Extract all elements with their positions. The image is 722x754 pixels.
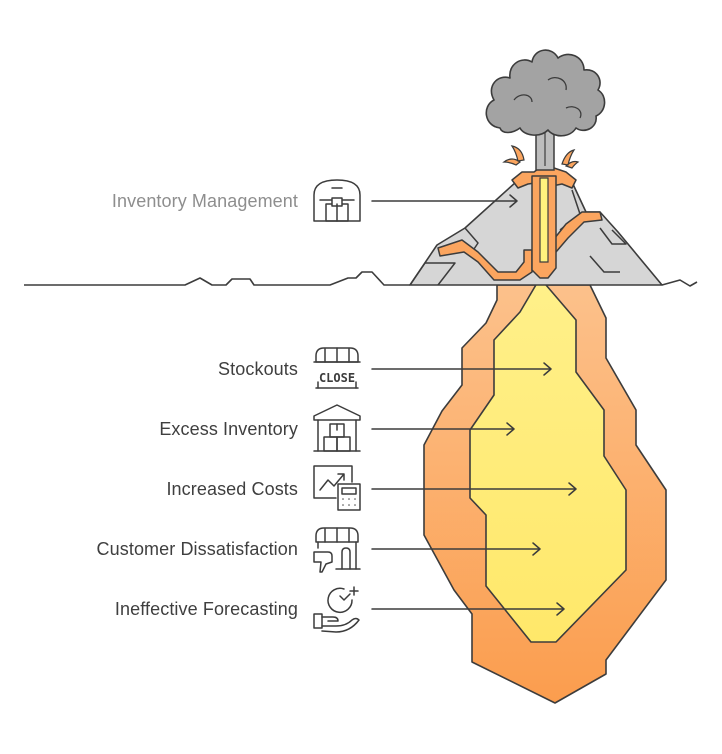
lava-splash-right-fill xyxy=(561,149,580,169)
cost-calculator-icon xyxy=(313,465,361,511)
close-sign-text: CLOSE xyxy=(319,371,355,385)
ground-line xyxy=(24,271,698,287)
label-increased-costs: Increased Costs xyxy=(166,479,298,499)
lava-conduit-core xyxy=(539,177,549,263)
lava-splash-left-fill xyxy=(502,145,525,166)
label-excess-inventory: Excess Inventory xyxy=(159,419,298,439)
arrow-ineffective-forecasting xyxy=(371,602,565,616)
label-inventory-management: Inventory Management xyxy=(111,191,298,211)
label-customer-dissatisfaction: Customer Dissatisfaction xyxy=(96,539,298,559)
closed-store-icon: CLOSE xyxy=(313,347,361,389)
arrow-customer-dissatisfaction xyxy=(371,542,541,556)
arrow-increased-costs xyxy=(371,482,577,496)
overstock-warehouse-icon xyxy=(313,404,361,452)
smoke-cloud xyxy=(485,49,606,137)
arrow-inventory-management xyxy=(371,194,518,208)
forecast-hand-icon xyxy=(313,586,360,633)
connector-arrows xyxy=(371,194,577,616)
thumbs-down-store-icon xyxy=(313,527,361,573)
label-stockouts: Stockouts xyxy=(218,359,298,379)
smoke-cloud-detail xyxy=(513,76,582,119)
warehouse-icon xyxy=(313,179,361,222)
label-ineffective-forecasting: Ineffective Forecasting xyxy=(114,599,298,619)
arrow-stockouts xyxy=(371,362,552,376)
arrow-excess-inventory xyxy=(371,422,515,436)
